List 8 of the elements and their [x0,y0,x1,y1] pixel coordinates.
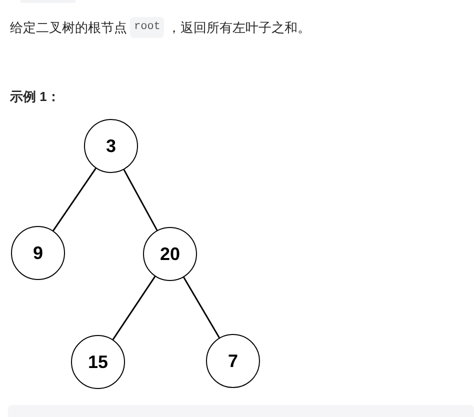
example-heading: 示例 1： [10,88,60,106]
problem-statement: ，返回所有左叶子之和。 [167,18,310,36]
tree-edge [183,276,220,338]
tree-edge [123,169,158,231]
inline-code: root [130,17,164,38]
tree-edge [52,168,96,232]
problem-statement: 给定二叉树的根节点 [10,18,127,36]
tree-edge [112,276,156,340]
